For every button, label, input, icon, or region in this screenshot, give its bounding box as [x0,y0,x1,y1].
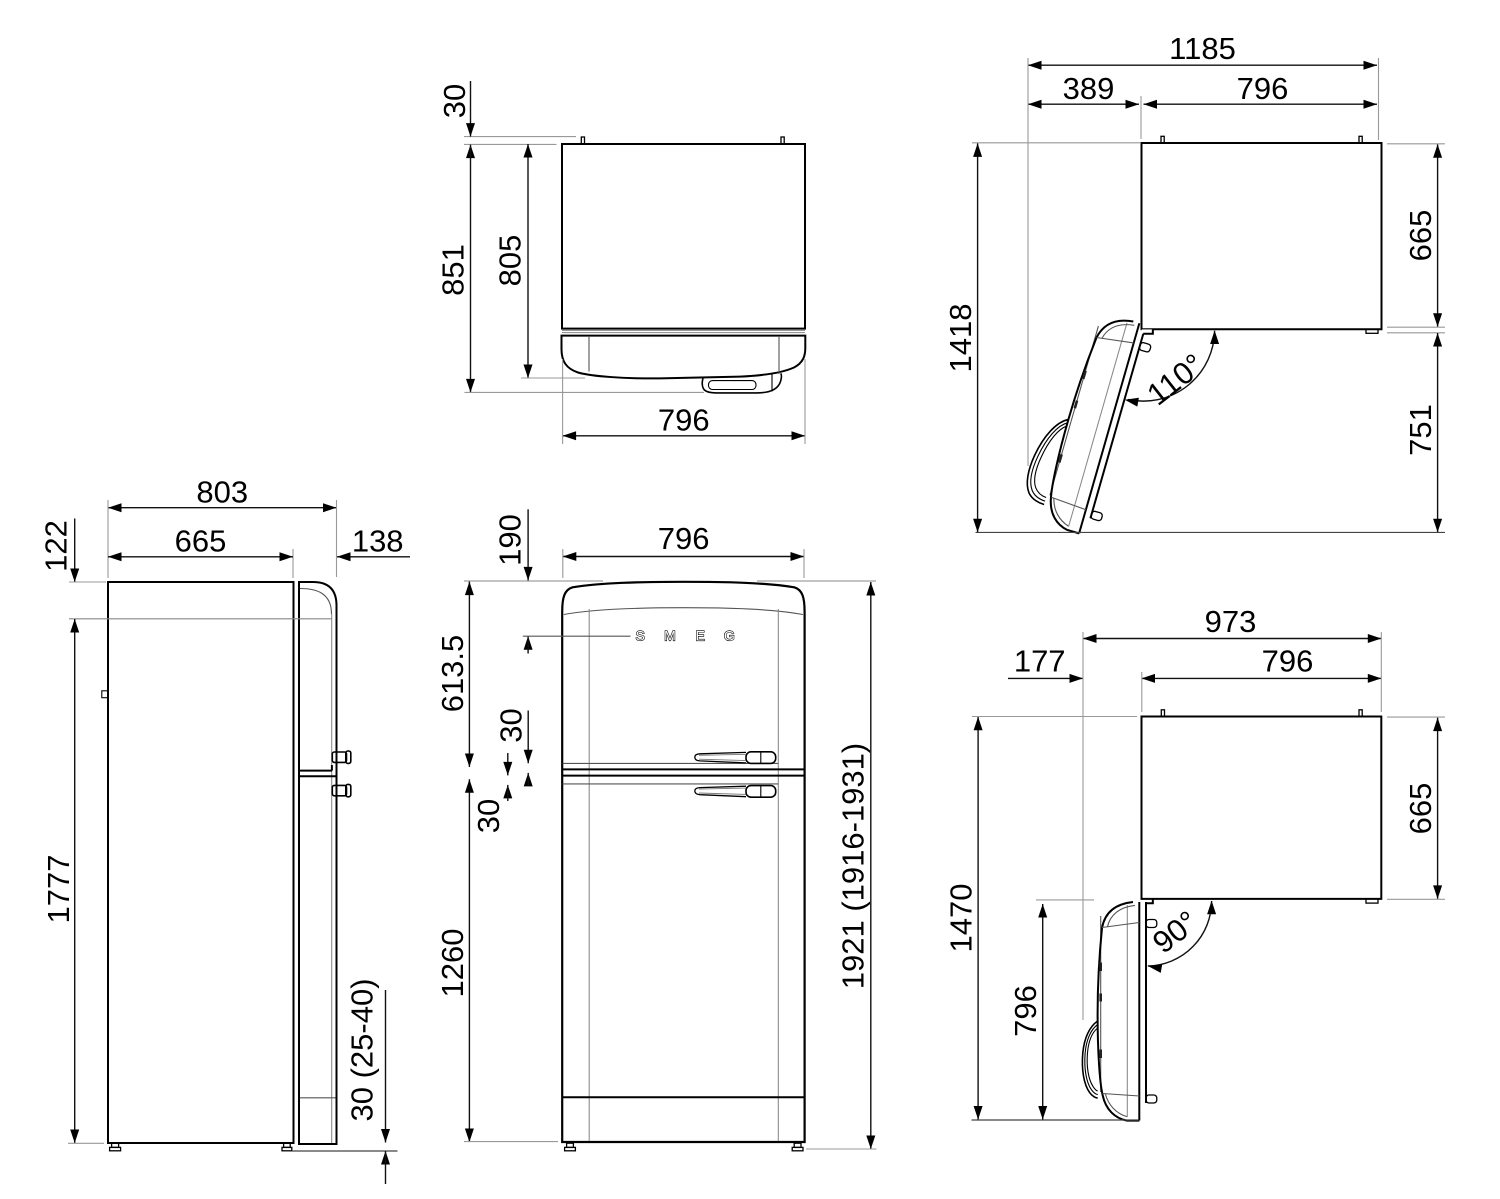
svg-text:796: 796 [658,521,710,556]
svg-text:30: 30 [494,708,529,742]
svg-text:796: 796 [1237,71,1289,106]
svg-text:665: 665 [175,524,227,559]
svg-text:S: S [636,628,645,644]
svg-text:803: 803 [196,475,248,510]
svg-text:973: 973 [1205,604,1257,639]
svg-text:805: 805 [493,235,528,287]
svg-text:796: 796 [1262,644,1314,679]
svg-text:665: 665 [1403,210,1438,262]
svg-text:1185: 1185 [1169,31,1236,66]
svg-text:138: 138 [352,524,404,559]
svg-text:389: 389 [1063,71,1115,106]
svg-text:E: E [696,628,705,644]
svg-text:M: M [664,628,676,644]
svg-text:G: G [724,628,735,644]
svg-text:1260: 1260 [435,929,470,998]
svg-text:751: 751 [1403,404,1438,456]
svg-text:30: 30 [437,84,472,118]
svg-text:190: 190 [493,514,528,566]
svg-text:1921 (1916-1931): 1921 (1916-1931) [835,743,870,989]
svg-text:30 (25-40): 30 (25-40) [345,978,380,1121]
svg-text:796: 796 [658,403,710,438]
svg-text:613.5: 613.5 [435,635,470,713]
svg-text:177: 177 [1014,644,1066,679]
svg-text:1418: 1418 [943,304,978,373]
svg-text:30: 30 [471,799,506,833]
svg-text:1777: 1777 [41,855,76,924]
svg-text:1470: 1470 [944,884,979,953]
svg-text:665: 665 [1403,783,1438,835]
svg-text:796: 796 [1008,985,1043,1037]
svg-text:122: 122 [39,520,74,572]
svg-text:851: 851 [436,244,471,296]
